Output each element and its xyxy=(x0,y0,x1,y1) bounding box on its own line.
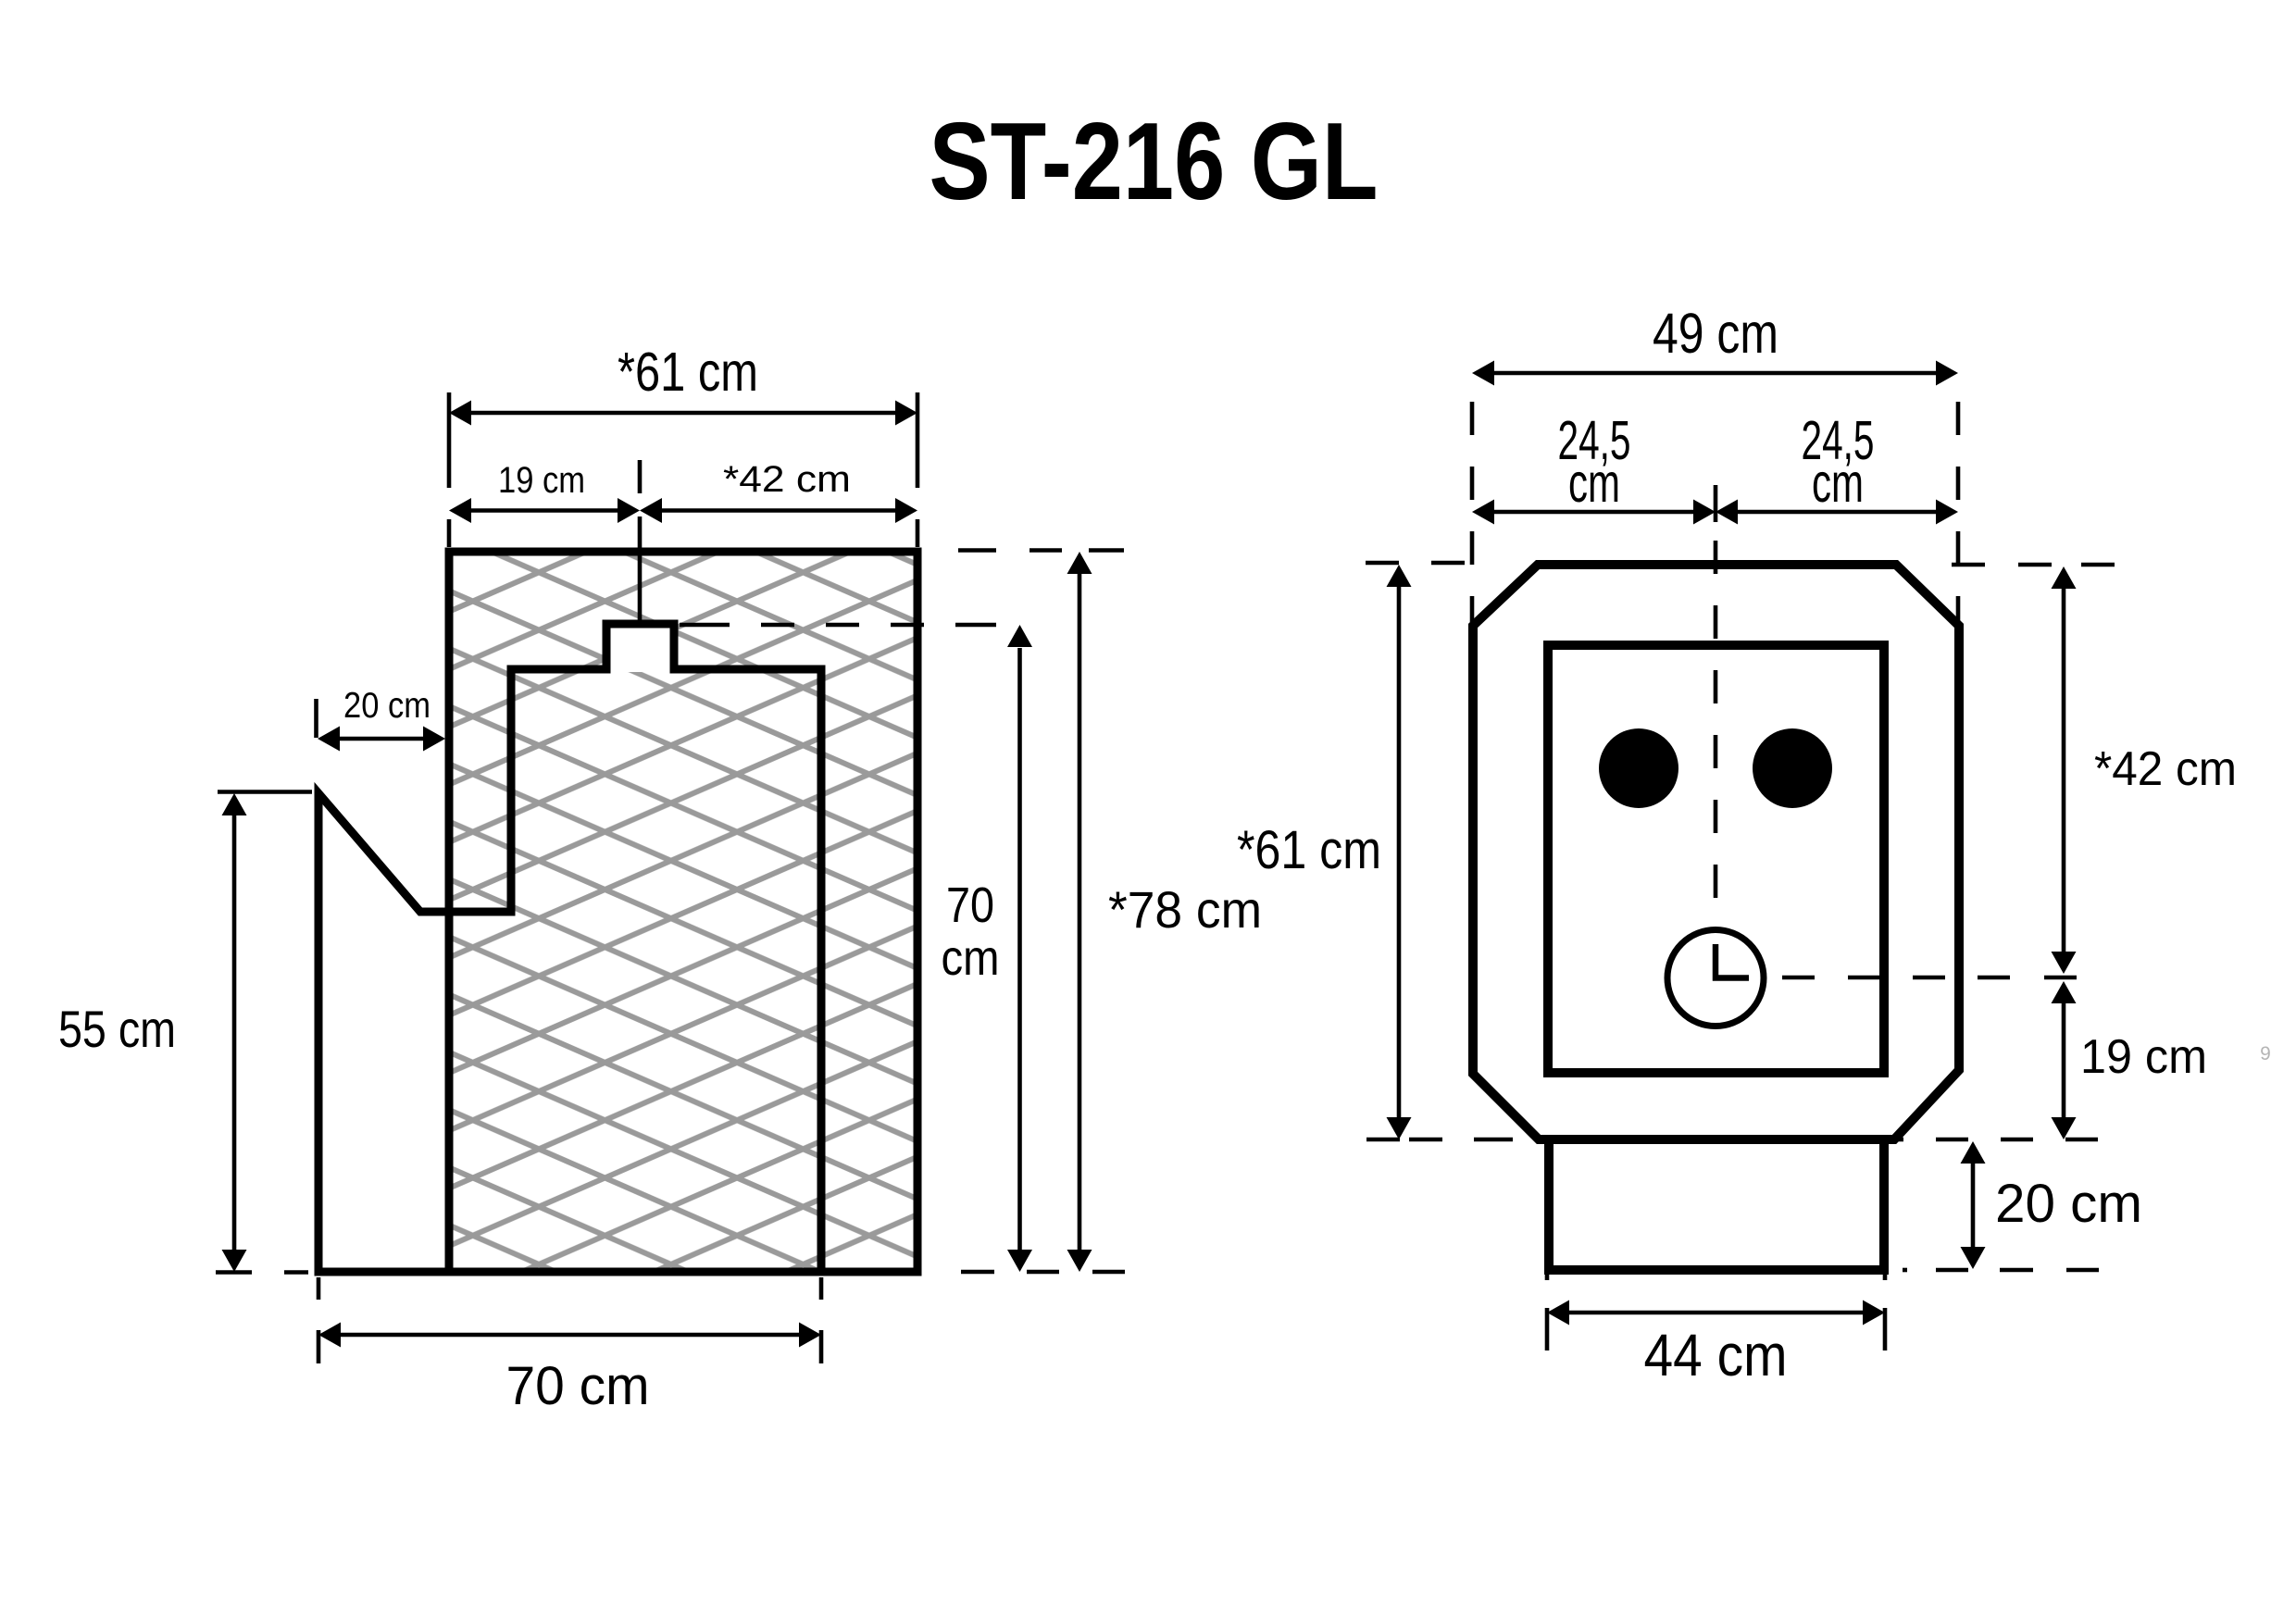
svg-text:cm: cm xyxy=(1568,453,1620,514)
svg-text:55 cm: 55 cm xyxy=(58,1000,176,1058)
svg-text:20 cm: 20 cm xyxy=(343,686,430,726)
svg-text:*42 cm: *42 cm xyxy=(2094,742,2237,796)
svg-text:*42 cm: *42 cm xyxy=(723,459,851,500)
svg-text:70 cm: 70 cm xyxy=(506,1356,650,1416)
svg-text:cm: cm xyxy=(1812,453,1864,514)
svg-text:*61 cm: *61 cm xyxy=(618,342,758,403)
svg-text:ST-216 GL: ST-216 GL xyxy=(930,100,1379,223)
svg-text:cm: cm xyxy=(942,930,1000,986)
svg-text:24,5: 24,5 xyxy=(1558,410,1631,471)
svg-text:19 cm: 19 cm xyxy=(2080,1030,2207,1084)
svg-text:70: 70 xyxy=(946,877,994,933)
svg-text:49 cm: 49 cm xyxy=(1653,302,1778,365)
svg-text:44 cm: 44 cm xyxy=(1644,1322,1788,1388)
svg-text:*78 cm: *78 cm xyxy=(1108,880,1262,939)
svg-text:24,5: 24,5 xyxy=(1802,410,1875,471)
svg-text:19 cm: 19 cm xyxy=(498,460,585,501)
svg-text:20 cm: 20 cm xyxy=(1995,1174,2142,1234)
svg-text:*61 cm: *61 cm xyxy=(1237,820,1381,880)
svg-text:9: 9 xyxy=(2260,1043,2271,1064)
